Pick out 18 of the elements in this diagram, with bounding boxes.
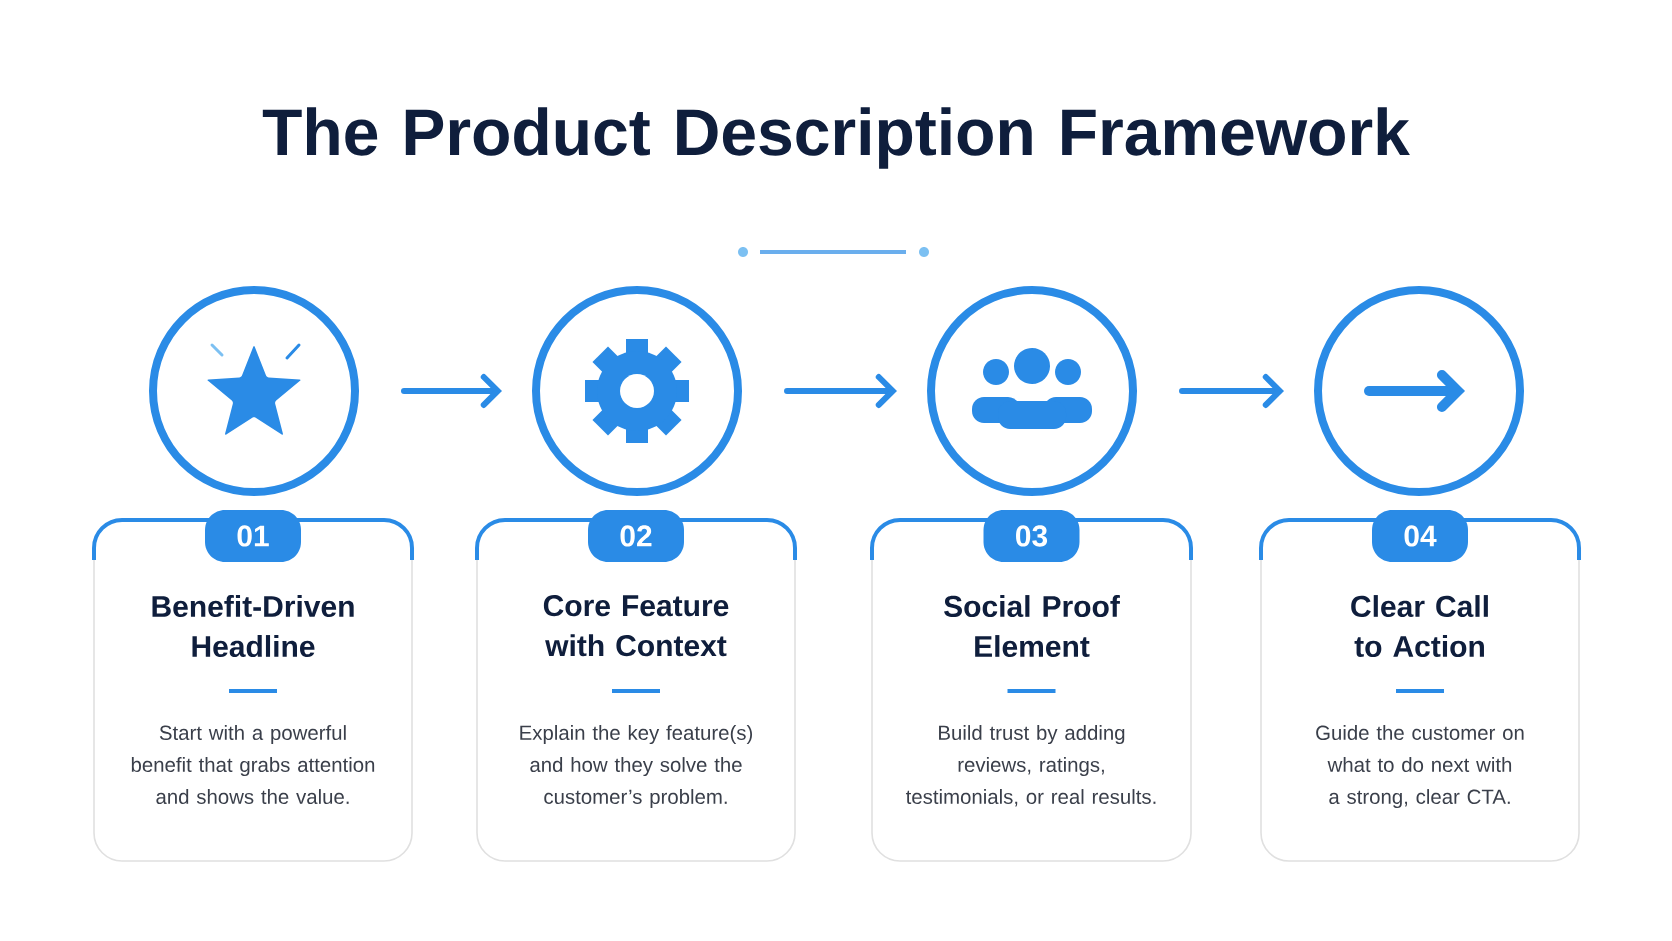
step-heading: Clear Call to Action [1351,595,1488,658]
step-card [870,518,1193,862]
arrow [401,374,502,408]
step-description: Start with a powerful benefit that grabs attention and shows the value. [131,725,375,805]
step-card [1259,518,1581,862]
step-heading: Benefit-Driven Headline [152,595,354,658]
icon-circle [1314,286,1524,496]
title: The Product Description Framework [262,107,1410,169]
step-card [475,518,797,862]
step-heading: Core Feature with Context [543,595,729,657]
arrow [784,374,897,408]
step-description: Guide the customer on what to do next with a strong, clear CTA. [1316,725,1524,809]
arrow [1179,374,1284,408]
step-description: Build trust by adding reviews, ratings, testimonials, or real results. [906,725,1156,807]
step-heading: Social Proof Element [944,595,1120,658]
icon-circle [149,286,359,496]
step-card [92,518,414,862]
step-description: Explain the key feature(s) and how they solve the customer’s problem. [520,725,753,809]
